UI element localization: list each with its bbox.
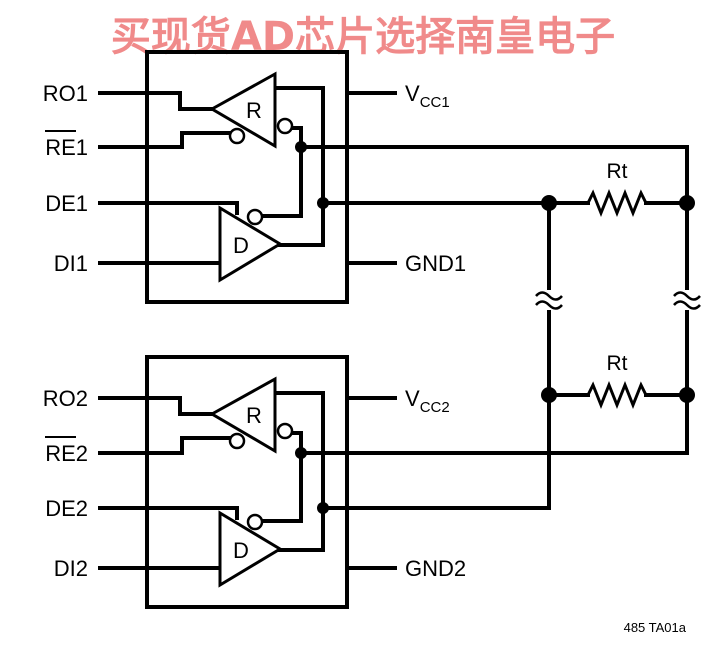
gnd1-label: GND1	[405, 251, 466, 276]
receiver-2-enable-bubble	[228, 432, 246, 450]
re2-internal-wire	[145, 436, 232, 455]
transceiver-1-package	[145, 50, 349, 304]
junction-dot	[541, 387, 557, 403]
de1-internal-wire	[145, 201, 239, 215]
drv2-inv-output-wire	[262, 451, 303, 523]
ro2-label: RO2	[43, 386, 88, 411]
drv1-noninv-output-wire	[276, 201, 325, 247]
figure-reference: 485 TA01a	[624, 620, 687, 635]
rt2-label: Rt	[607, 352, 628, 375]
transceiver-2: R D RO2 RE2 DE2 DI2 VCC2 GND2	[43, 355, 466, 609]
receiver-2-triangle	[208, 376, 277, 454]
di1-label: DI1	[54, 251, 88, 276]
transceiver-1: R D RO1 RE1 DE1 DI1 VCC1 GND1	[43, 50, 466, 304]
bus-a-bottom-wire	[299, 393, 689, 455]
line-break-symbol	[673, 291, 701, 310]
receiver-1-enable-bubble	[228, 127, 246, 145]
receiver-1-input-bubble	[276, 117, 294, 135]
vcc1-label: VCC1	[405, 81, 450, 111]
rt1-resistor-symbol	[586, 188, 648, 218]
driver-1-output-bubble	[246, 208, 264, 226]
bus-a-top-wire	[299, 145, 689, 205]
receiver-2-input-bubble	[276, 422, 294, 440]
driver-1-triangle	[218, 205, 283, 283]
receiver-1-label: R	[246, 98, 262, 123]
re1-internal-wire	[145, 131, 232, 149]
line-break-symbol	[535, 291, 563, 310]
re2-label: RE2	[45, 441, 88, 466]
ro1-label: RO1	[43, 81, 88, 106]
drv1-inv-output-wire	[262, 145, 303, 218]
driver-2-triangle	[218, 510, 283, 588]
driver-2-label: D	[233, 538, 249, 563]
receiver-1-triangle	[208, 71, 277, 149]
ro2-internal-wire	[145, 396, 214, 416]
de2-label: DE2	[45, 496, 88, 521]
drv2-noninv-output-wire	[276, 506, 325, 552]
rt2-resistor-symbol	[586, 380, 648, 410]
re1-label: RE1	[45, 135, 88, 160]
receiver-2-label: R	[246, 403, 262, 428]
driver-1-label: D	[233, 233, 249, 258]
rt1-label: Rt	[607, 160, 628, 183]
di2-label: DI2	[54, 556, 88, 581]
junction-dot	[679, 195, 695, 211]
junction-dot	[541, 195, 557, 211]
gnd2-label: GND2	[405, 556, 466, 581]
bus-b-bottom-wire	[321, 393, 551, 510]
differential-bus: Rt Rt	[299, 145, 701, 510]
rx2-noninv-input-wire	[273, 391, 325, 510]
de2-internal-wire	[145, 506, 239, 520]
rx1-noninv-input-wire	[273, 86, 325, 205]
vcc2-label: VCC2	[405, 386, 450, 416]
junction-dot	[679, 387, 695, 403]
driver-2-output-bubble	[246, 513, 264, 531]
transceiver-2-package	[145, 355, 349, 609]
de1-label: DE1	[45, 191, 88, 216]
ro1-internal-wire	[145, 91, 214, 111]
